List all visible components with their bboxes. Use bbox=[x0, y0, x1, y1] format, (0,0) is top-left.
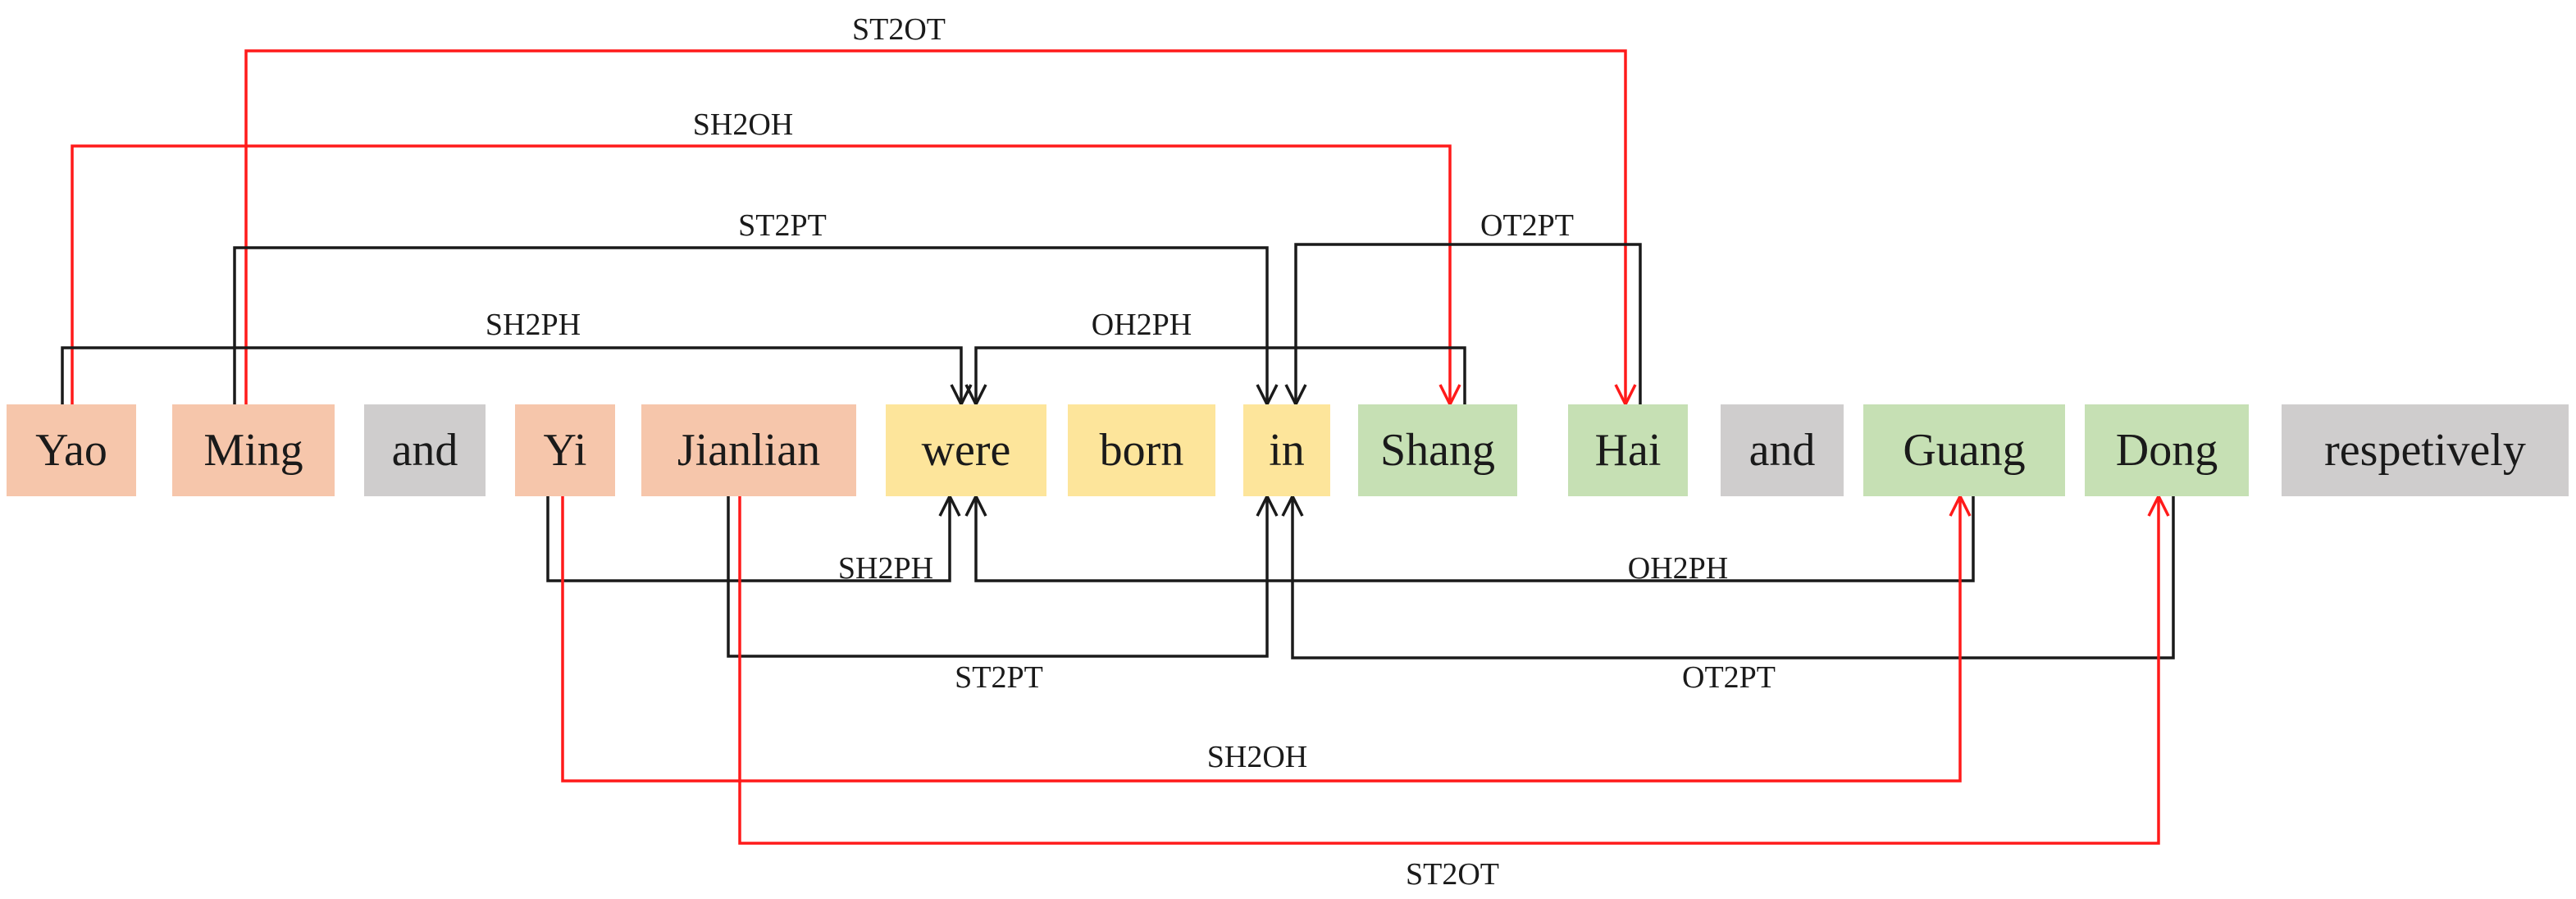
link-6-sh2ph-below: SH2PH bbox=[546, 493, 961, 586]
link-line bbox=[974, 496, 1975, 582]
token-4-jianlian: Jianlian bbox=[641, 404, 856, 496]
token-label: were bbox=[922, 425, 1011, 476]
token-5-were: were bbox=[886, 404, 1046, 496]
link-label: ST2OT bbox=[1406, 857, 1499, 892]
token-label: Yi bbox=[544, 425, 587, 476]
link-label: ST2OT bbox=[852, 12, 946, 47]
link-9-ot2pt-below: OT2PT bbox=[1281, 493, 2175, 695]
links-layer: ST2OT SH2OH ST2PT OT2PT SH2PH OH2PH SH2PH OH2PH… bbox=[61, 12, 2175, 892]
token-10-and: and bbox=[1721, 404, 1844, 496]
link-11-st2ot-below: ST2OT bbox=[738, 493, 2170, 892]
token-11-guang: Guang bbox=[1863, 404, 2065, 496]
token-7-in: in bbox=[1243, 404, 1330, 496]
link-line bbox=[61, 346, 963, 404]
link-line bbox=[233, 246, 1269, 404]
token-box bbox=[172, 404, 335, 496]
token-box bbox=[2085, 404, 2249, 496]
link-line bbox=[546, 496, 951, 582]
link-0-st2ot-above: ST2OT bbox=[244, 12, 1637, 408]
link-label: SH2PH bbox=[838, 551, 933, 586]
link-line bbox=[1291, 496, 2175, 659]
link-line bbox=[561, 496, 1962, 783]
token-0-yao: Yao bbox=[7, 404, 136, 496]
token-label: Hai bbox=[1595, 425, 1662, 476]
token-label: Shang bbox=[1380, 425, 1495, 476]
token-box bbox=[1243, 404, 1330, 496]
link-1-sh2oh-above: SH2OH bbox=[71, 107, 1461, 408]
token-label: Guang bbox=[1903, 425, 2025, 476]
token-label: Dong bbox=[2116, 425, 2218, 476]
token-8-shang: Shang bbox=[1358, 404, 1517, 496]
link-5-oh2ph-above: OH2PH bbox=[964, 308, 1466, 408]
token-box bbox=[515, 404, 615, 496]
link-label: OH2PH bbox=[1628, 551, 1728, 586]
link-label: ST2PT bbox=[738, 208, 827, 243]
token-label: Yao bbox=[35, 425, 107, 476]
token-box bbox=[1568, 404, 1688, 496]
link-line bbox=[244, 49, 1627, 404]
token-label: Jianlian bbox=[677, 425, 820, 476]
token-box bbox=[7, 404, 136, 496]
link-2-st2pt-above: ST2PT bbox=[233, 208, 1279, 408]
link-label: SH2OH bbox=[693, 107, 793, 142]
token-box bbox=[1721, 404, 1844, 496]
link-8-st2pt-below: ST2PT bbox=[727, 493, 1279, 695]
link-label: OT2PT bbox=[1682, 660, 1776, 695]
link-line bbox=[727, 496, 1269, 658]
token-12-dong: Dong bbox=[2085, 404, 2249, 496]
token-box bbox=[1863, 404, 2065, 496]
token-box bbox=[1068, 404, 1215, 496]
tokens-layer: Yao Ming and Yi Jianlian were born in Shang Hai an… bbox=[7, 404, 2569, 496]
link-label: OH2PH bbox=[1092, 308, 1192, 342]
token-label: in bbox=[1269, 425, 1305, 476]
token-box bbox=[2282, 404, 2569, 496]
link-7-oh2ph-below: OH2PH bbox=[964, 493, 1975, 586]
token-box bbox=[641, 404, 856, 496]
link-line bbox=[71, 144, 1452, 404]
link-3-ot2pt-above: OT2PT bbox=[1284, 208, 1642, 408]
token-1-ming: Ming bbox=[172, 404, 335, 496]
token-box bbox=[364, 404, 486, 496]
token-13-respetively: respetively bbox=[2282, 404, 2569, 496]
link-10-sh2oh-below: SH2OH bbox=[561, 493, 1972, 783]
token-9-hai: Hai bbox=[1568, 404, 1688, 496]
token-label: and bbox=[392, 425, 458, 476]
link-line bbox=[974, 346, 1466, 404]
link-4-sh2ph-above: SH2PH bbox=[61, 308, 973, 408]
token-box bbox=[886, 404, 1046, 496]
token-2-and: and bbox=[364, 404, 486, 496]
token-label: and bbox=[1749, 425, 1816, 476]
token-6-born: born bbox=[1068, 404, 1215, 496]
token-box bbox=[1358, 404, 1517, 496]
link-label: ST2PT bbox=[955, 660, 1043, 695]
link-line bbox=[1294, 243, 1642, 404]
link-label: SH2OH bbox=[1207, 740, 1307, 774]
token-label: Ming bbox=[203, 425, 303, 476]
link-line bbox=[738, 496, 2160, 845]
token-3-yi: Yi bbox=[515, 404, 615, 496]
token-label: respetively bbox=[2324, 425, 2526, 476]
link-label: SH2PH bbox=[486, 308, 581, 342]
token-label: born bbox=[1100, 425, 1184, 476]
link-label: OT2PT bbox=[1480, 208, 1574, 243]
